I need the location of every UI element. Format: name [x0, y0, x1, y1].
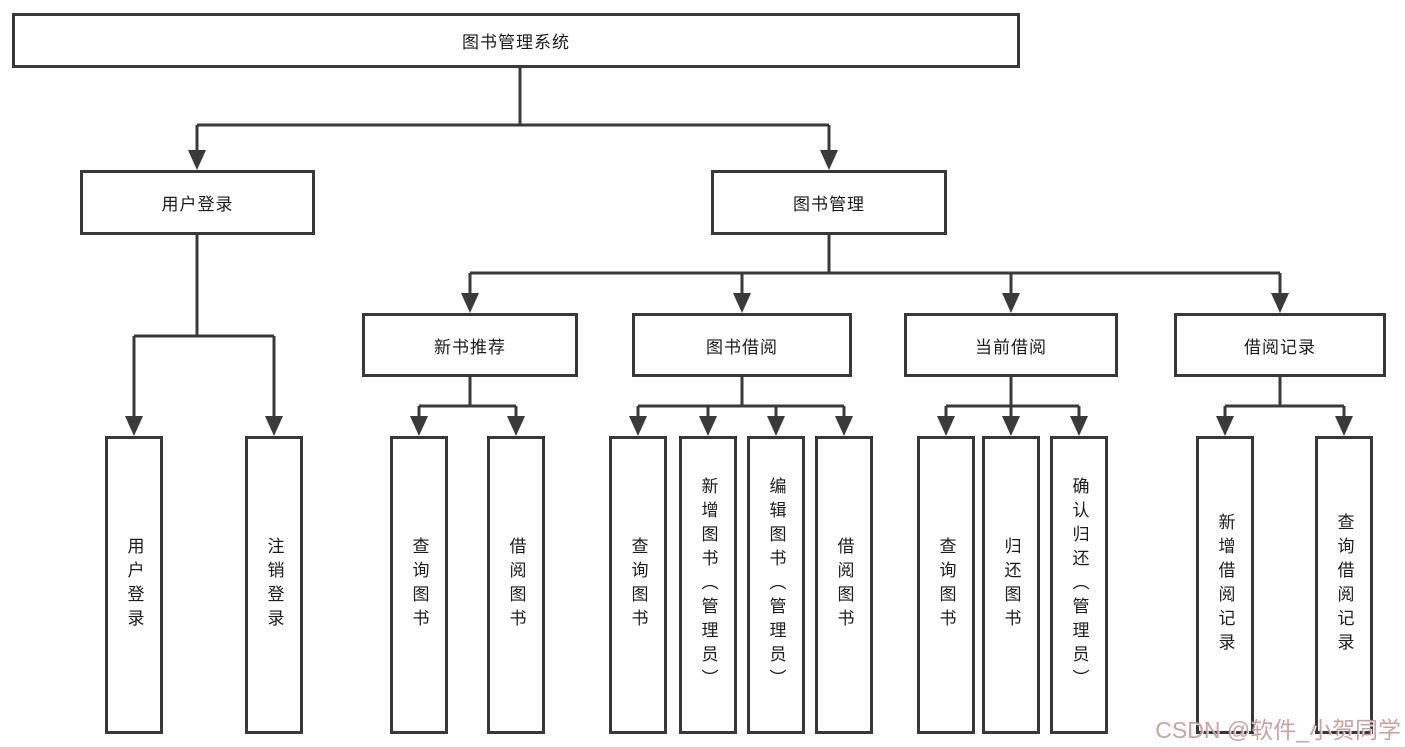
node-new-book-recommend-label: 新书推荐	[434, 337, 506, 357]
leaf-borrow-books: 借阅图书	[815, 436, 873, 734]
node-book-management: 图书管理	[711, 170, 947, 235]
leaf-add-borrow-record: 新增借阅记录	[1196, 436, 1254, 734]
node-current-borrow-label: 当前借阅	[975, 337, 1047, 357]
node-book-management-label: 图书管理	[793, 195, 865, 214]
node-book-borrow: 图书借阅	[632, 313, 852, 377]
connector-book-mgmt-children	[461, 235, 1289, 313]
leaf-confirm-return-admin: 确认归还（管理员）	[1050, 436, 1108, 734]
leaf-borrow-books-label: 借阅图书	[834, 537, 854, 633]
node-borrow-records-label: 借阅记录	[1244, 337, 1316, 357]
node-user-login-label: 用户登录	[161, 195, 234, 214]
leaf-query-borrow-record: 查询借阅记录	[1315, 436, 1373, 734]
leaf-query-books-borrow-label: 查询图书	[628, 537, 648, 633]
node-book-borrow-label: 图书借阅	[706, 337, 778, 357]
node-current-borrow: 当前借阅	[904, 313, 1118, 377]
connector-new-book-children	[410, 377, 525, 436]
leaf-query-books-recommend-label: 查询图书	[409, 537, 429, 633]
node-root: 图书管理系统	[12, 13, 1020, 68]
leaf-add-books-admin-label: 新增图书（管理员）	[698, 477, 718, 693]
leaf-query-books-recommend: 查询图书	[390, 436, 448, 734]
node-root-label: 图书管理系统	[462, 33, 570, 52]
leaf-return-books: 归还图书	[982, 436, 1040, 734]
leaf-logout: 注销登录	[245, 436, 303, 734]
leaf-user-login-label: 用户登录	[124, 537, 144, 633]
connector-borrow-records-children	[1216, 377, 1353, 436]
leaf-edit-books-admin-label: 编辑图书（管理员）	[766, 477, 786, 693]
leaf-edit-books-admin: 编辑图书（管理员）	[747, 436, 805, 734]
node-new-book-recommend: 新书推荐	[362, 313, 578, 377]
connector-current-borrow-children	[937, 377, 1088, 436]
leaf-query-books-current: 查询图书	[917, 436, 975, 734]
leaf-borrow-books-recommend-label: 借阅图书	[506, 537, 526, 633]
connector-book-borrow-children	[629, 377, 853, 436]
leaf-query-books-borrow: 查询图书	[609, 436, 667, 734]
node-borrow-records: 借阅记录	[1174, 313, 1386, 377]
connector-user-login-children	[125, 235, 283, 436]
leaf-query-books-current-label: 查询图书	[936, 537, 956, 633]
leaf-user-login: 用户登录	[105, 436, 163, 734]
node-user-login: 用户登录	[80, 170, 315, 235]
leaf-query-borrow-record-label: 查询借阅记录	[1334, 513, 1354, 657]
leaf-return-books-label: 归还图书	[1001, 537, 1021, 633]
leaf-borrow-books-recommend: 借阅图书	[487, 436, 545, 734]
leaf-add-borrow-record-label: 新增借阅记录	[1215, 513, 1235, 657]
leaf-logout-label: 注销登录	[264, 537, 284, 633]
connector-root-to-level1	[188, 68, 838, 170]
leaf-confirm-return-admin-label: 确认归还（管理员）	[1069, 477, 1089, 693]
leaf-add-books-admin: 新增图书（管理员）	[679, 436, 737, 734]
